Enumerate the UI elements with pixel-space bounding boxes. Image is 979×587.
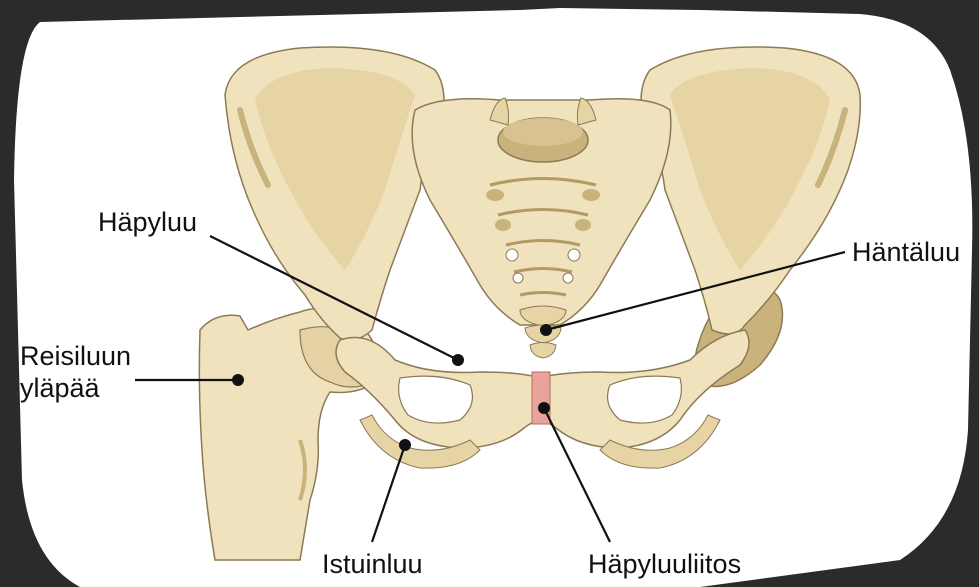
label-femur: Reisiluun yläpää	[20, 340, 160, 404]
label-symphysis: Häpyluuliitos	[588, 548, 741, 580]
sacral-foramen-r4	[563, 273, 573, 283]
sacral-foramen-l2	[495, 219, 511, 231]
left-obturator-foramen	[399, 376, 473, 423]
right-obturator-foramen	[608, 376, 682, 423]
sacral-foramen-r2	[575, 219, 591, 231]
label-femur-line2: yläpää	[20, 372, 160, 404]
sacral-foramen-r1	[582, 189, 600, 201]
label-ischium: Istuinluu	[322, 548, 423, 580]
label-coccyx: Häntäluu	[852, 236, 960, 268]
sacral-foramen-l1	[486, 189, 504, 201]
sacral-foramen-l4	[513, 273, 523, 283]
label-femur-line1: Reisiluun	[20, 340, 160, 372]
sacral-foramen-r3	[568, 249, 580, 261]
label-pubis: Häpyluu	[98, 206, 197, 238]
sacral-body-top	[503, 118, 583, 146]
sacral-foramen-l3	[506, 249, 518, 261]
